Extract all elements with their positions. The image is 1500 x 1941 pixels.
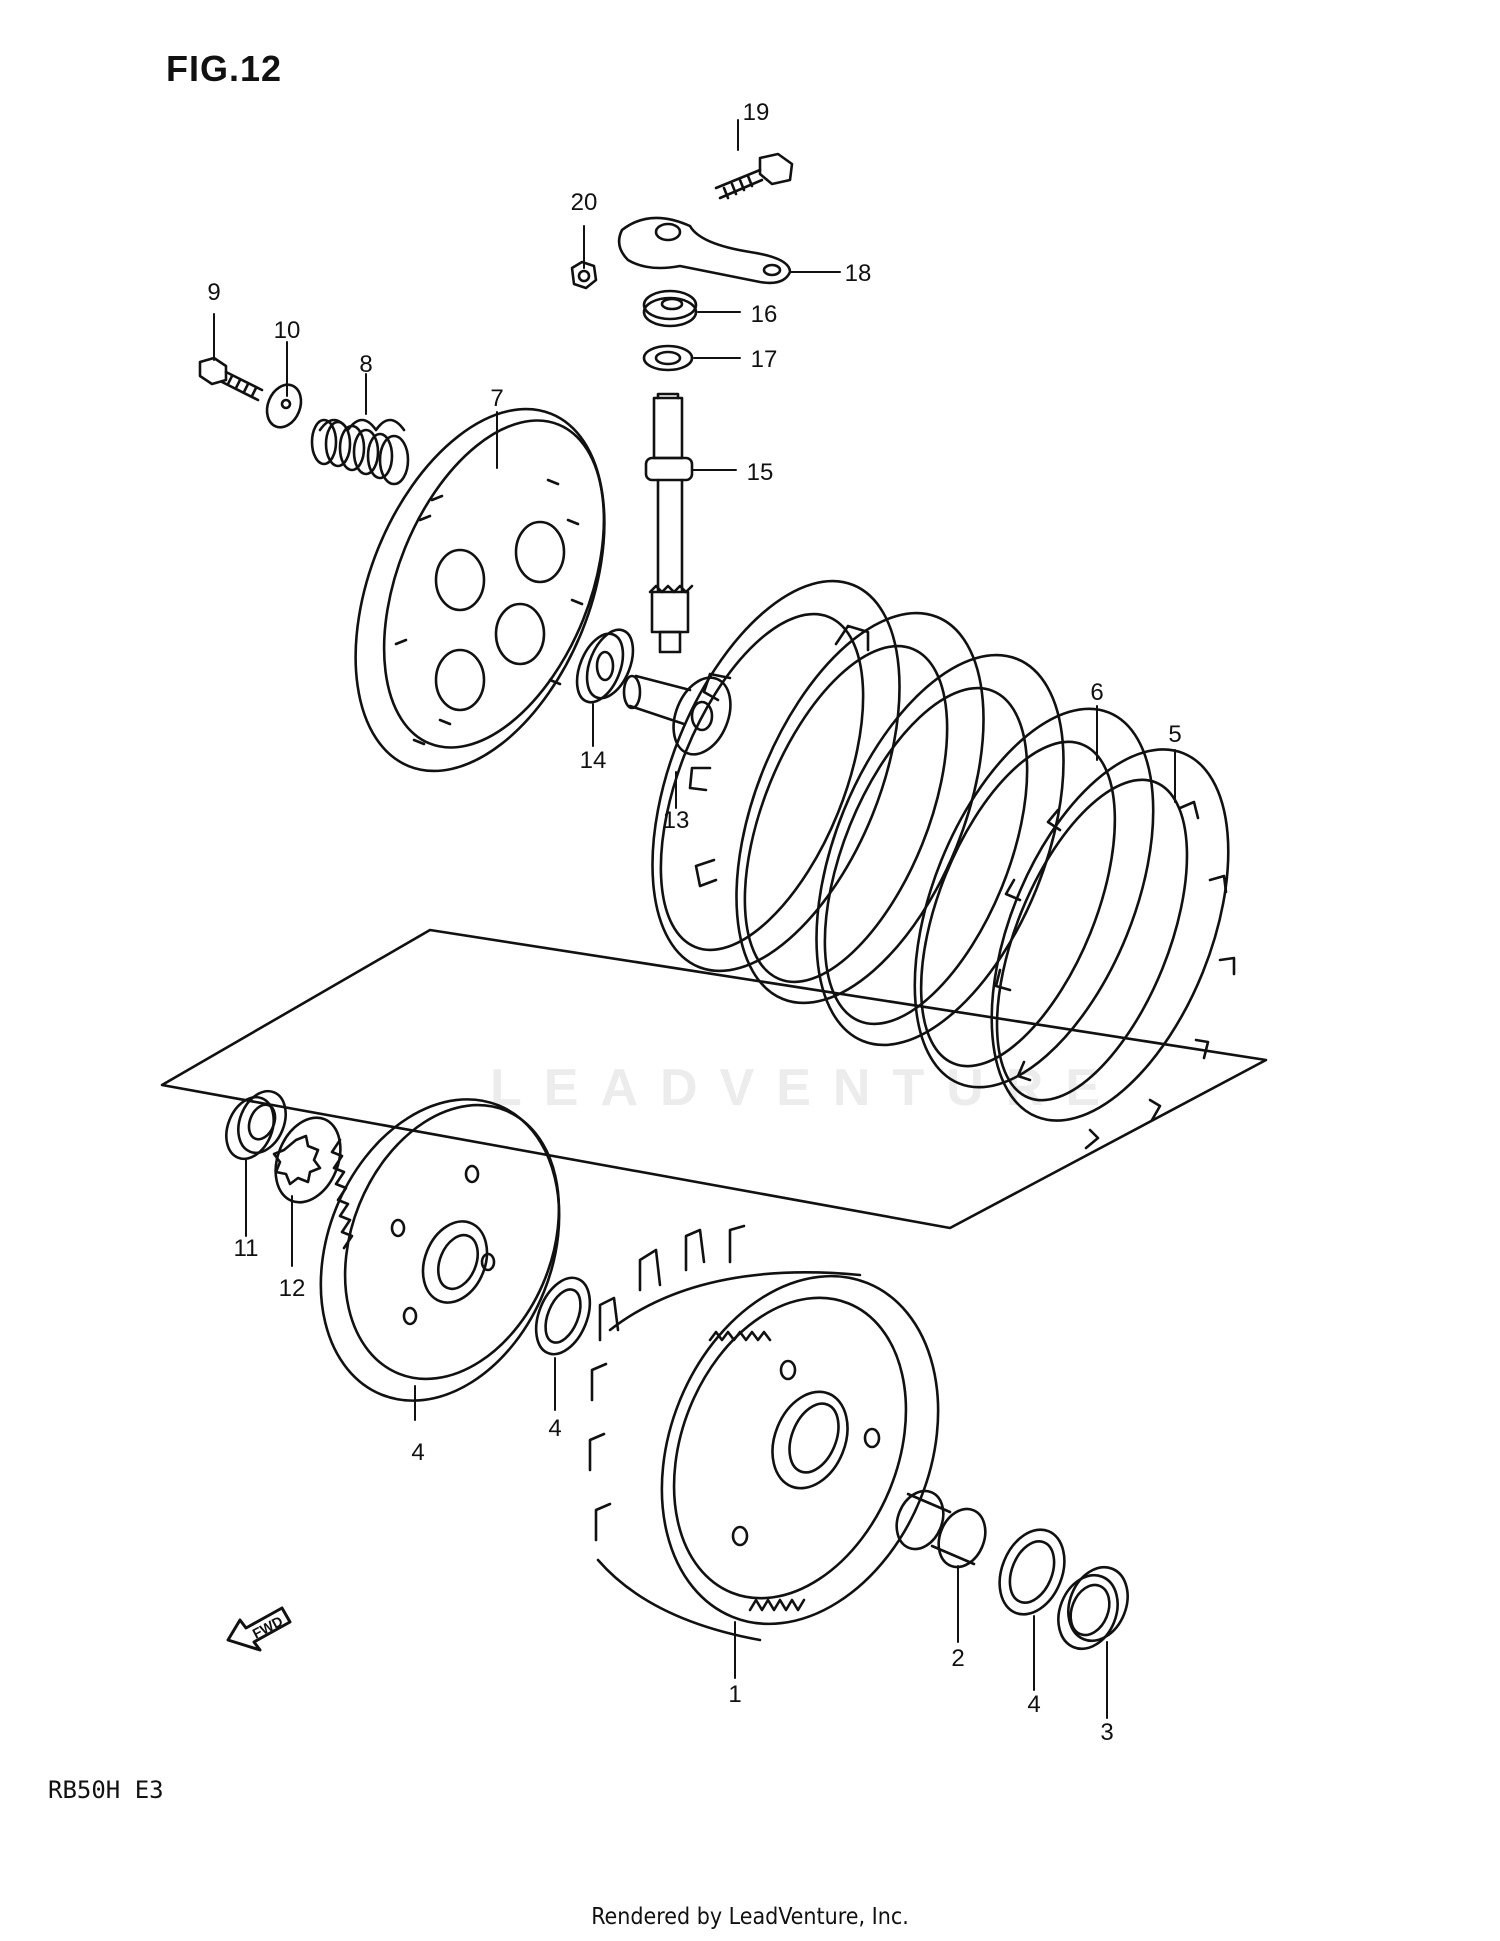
- figure-title: FIG.12: [166, 48, 283, 89]
- part-20-bolt: [714, 152, 794, 200]
- callout-8: 7: [490, 385, 503, 412]
- callout-3: 3: [1100, 1719, 1113, 1746]
- callout-10: 9: [207, 279, 220, 306]
- part-9-spring: [310, 418, 410, 486]
- part-6-drive-plate: [990, 748, 1236, 1150]
- part-10-bolt: [198, 356, 264, 402]
- callout-18: 17: [751, 346, 778, 373]
- fwd-arrow-badge: [226, 1606, 292, 1652]
- part-16-release-shaft: [644, 392, 694, 654]
- assembly-frame: [160, 928, 1268, 1230]
- part-18-washer: [642, 344, 694, 372]
- part-21-nut: [570, 260, 598, 290]
- model-code-label: RB50H E3: [48, 1776, 164, 1804]
- part-2-spacer: [895, 1489, 987, 1569]
- callout-19: 18: [845, 260, 872, 287]
- part-14-push-rod: [622, 674, 732, 756]
- callout-21: 20: [571, 189, 598, 216]
- callout-15: 14: [580, 747, 607, 774]
- callout-9: 8: [359, 351, 372, 378]
- callout-20: 19: [743, 99, 770, 126]
- part-12-nut: [225, 1089, 287, 1161]
- part-19-release-arm: [617, 216, 792, 285]
- callout-17: 16: [751, 301, 778, 328]
- part-4-washer-left: [534, 1276, 592, 1356]
- callout-1: 1: [728, 1681, 741, 1708]
- part-17-oil-seal: [642, 289, 698, 328]
- callout-4-right: 4: [1027, 1691, 1040, 1718]
- part-11-washer: [265, 383, 303, 429]
- part-5-sleeve-hub: [319, 1098, 561, 1402]
- part-3-bearing: [1057, 1565, 1129, 1651]
- callout-14: 13: [663, 807, 690, 834]
- part-15-bearing: [575, 628, 635, 704]
- part-8-pressure-plate: [354, 407, 606, 773]
- callout-6: 5: [1168, 721, 1181, 748]
- callout-16: 15: [747, 459, 774, 486]
- clutch-plate-stack: [651, 579, 1065, 1047]
- part-7-driven-plate: [913, 707, 1155, 1089]
- callout-2: 2: [951, 1645, 964, 1672]
- callout-5: 4: [411, 1439, 424, 1466]
- leader-lines: [213, 119, 1176, 1719]
- callout-7: 6: [1090, 679, 1103, 706]
- render-credit-footer: Rendered by LeadVenture, Inc.: [591, 1904, 909, 1930]
- part-4-washer-right: [998, 1528, 1066, 1616]
- callout-12: 11: [234, 1235, 259, 1262]
- callout-13: 12: [279, 1275, 306, 1302]
- callout-numbers: 19 20 18 16 17 15 9 10 8 7 14 13 6 5 11 …: [207, 99, 1181, 1746]
- callout-11: 10: [274, 317, 301, 344]
- callout-4-left: 4: [548, 1415, 561, 1442]
- part-1-primary-driven-gear-housing: [588, 1224, 940, 1642]
